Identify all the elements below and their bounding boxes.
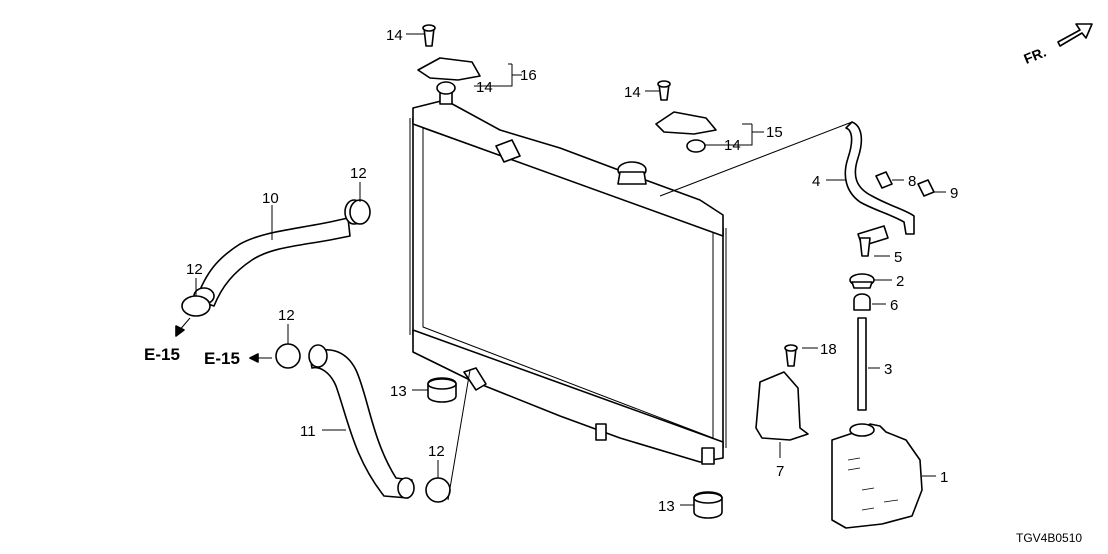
lower-radiator-hose [308,344,415,499]
front-direction-arrow-icon: FR. [1021,23,1093,67]
reference-e15-left: E-15 [144,345,180,364]
reserve-tank [831,423,923,529]
diagram-code: TGV4B0510 [1016,531,1082,545]
callout-2: 2 [896,273,904,290]
reserve-tank-bracket [755,344,809,441]
callout-4: 4 [812,173,820,190]
leader-lines [175,33,946,506]
front-direction-label: FR. [1021,44,1048,67]
callout-17-right: 14 [624,84,641,101]
radiator [409,89,727,465]
callout-12-lower-left: 12 [278,307,295,324]
callout-13-upper: 13 [390,383,407,400]
callout-8: 8 [908,173,916,190]
callout-5: 5 [894,249,902,266]
callout-12-lower: 12 [428,443,445,460]
callout-12-upper-right: 12 [350,165,367,182]
upper-radiator-hose [193,199,364,307]
callout-16: 16 [520,67,537,84]
callout-18: 18 [820,341,837,358]
callout-11: 11 [300,423,316,440]
reserve-tank-cap [849,273,875,411]
callout-14-upper: 14 [476,79,493,96]
reference-e15-center: E-15 [204,349,240,368]
callout-14-right: 14 [724,137,741,154]
upper-bracket-right [655,80,717,153]
callout-13-lower: 13 [658,498,675,515]
callout-9: 9 [950,185,958,202]
callout-6: 6 [890,297,898,314]
callout-7: 7 [776,463,784,480]
callout-10: 10 [262,190,279,207]
callout-3: 3 [884,361,892,378]
overflow-tube [844,121,935,257]
callout-12-upper-left: 12 [186,261,203,278]
callout-1: 1 [940,469,948,486]
mount-rubber-icon [427,377,723,519]
callout-15: 15 [766,124,783,141]
callout-17-left: 14 [386,27,403,44]
upper-bracket-left [417,24,481,95]
